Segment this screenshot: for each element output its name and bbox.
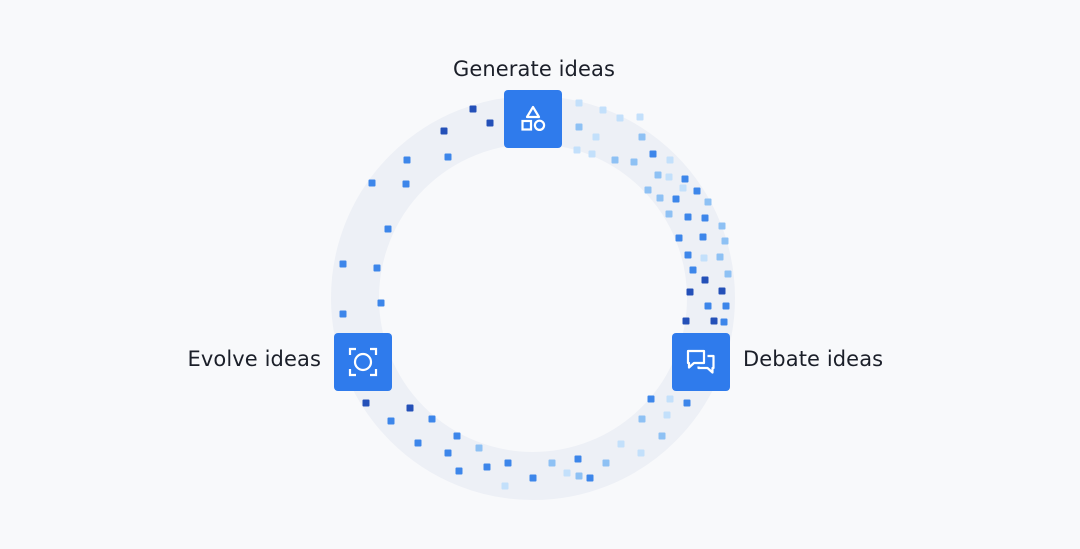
flow-dot (689, 266, 697, 274)
flow-dot (684, 251, 692, 259)
flow-dot (384, 225, 392, 233)
flow-dot (663, 411, 671, 419)
flow-dot (704, 198, 712, 206)
flow-dot (368, 179, 376, 187)
flow-dot (486, 119, 494, 127)
flow-dot (693, 187, 701, 195)
shapes-icon (521, 105, 546, 131)
flow-dot (672, 195, 680, 203)
debate-ideas-node (672, 333, 730, 391)
flow-dot (617, 440, 625, 448)
flow-dot (428, 415, 436, 423)
flow-dot (721, 237, 729, 245)
flow-dot (684, 213, 692, 221)
flow-dot (483, 463, 491, 471)
evolve-ideas-label: Evolve ideas (187, 347, 321, 371)
flow-dot (586, 474, 594, 482)
flow-dot (373, 264, 381, 272)
flow-dot (666, 395, 674, 403)
flow-dot (588, 150, 596, 158)
flow-dot (720, 318, 728, 326)
flow-dot (574, 455, 582, 463)
flow-dot (718, 222, 726, 230)
flow-dot (724, 270, 732, 278)
flow-dot (700, 254, 708, 262)
flow-dot (681, 175, 689, 183)
flow-dot (403, 156, 411, 164)
flow-dot (575, 99, 583, 107)
flow-dot (592, 133, 600, 141)
flow-dot (679, 184, 687, 192)
flow-dots (339, 99, 732, 490)
generate-ideas-label: Generate ideas (452, 57, 616, 81)
flow-dot (686, 288, 694, 296)
flow-dot (647, 395, 655, 403)
flow-dot (406, 404, 414, 412)
flow-dot (654, 171, 662, 179)
flow-dot (453, 432, 461, 440)
flow-dot (362, 399, 370, 407)
flow-dot (718, 287, 726, 295)
flow-dot (649, 150, 657, 158)
flow-dot (656, 194, 664, 202)
flow-dot (699, 233, 707, 241)
flow-dot (611, 156, 619, 164)
evolve-ideas-node (334, 333, 392, 391)
flow-dot (683, 399, 691, 407)
flow-dot (637, 449, 645, 457)
focus-circle-icon (348, 347, 378, 377)
flow-dot (658, 432, 666, 440)
flow-dot (665, 173, 673, 181)
flow-dot (665, 210, 673, 218)
flow-dot (501, 482, 509, 490)
chat-bubbles-icon (686, 349, 715, 374)
flow-dot (414, 439, 422, 447)
flow-dot (444, 153, 452, 161)
flow-dot (563, 469, 571, 477)
flow-dot (638, 133, 646, 141)
flow-dot (636, 113, 644, 121)
flow-dot (602, 459, 610, 467)
flow-dot (710, 317, 718, 325)
flow-dot (402, 180, 410, 188)
flow-dot (444, 449, 452, 457)
flow-dot (644, 186, 652, 194)
flow-dot (504, 459, 512, 467)
flow-dot (722, 302, 730, 310)
flow-dot (440, 127, 448, 135)
flow-dot (599, 106, 607, 114)
flow-dot (529, 474, 537, 482)
flow-dot (701, 276, 709, 284)
flow-dot (666, 156, 674, 164)
flow-dot (682, 317, 690, 325)
flow-dot (716, 253, 724, 261)
flow-dot (548, 459, 556, 467)
flow-dot (475, 444, 483, 452)
flow-dot (573, 146, 581, 154)
flow-dot (339, 260, 347, 268)
debate-ideas-label: Debate ideas (743, 347, 884, 371)
flow-dot (575, 472, 583, 480)
flow-dot (704, 302, 712, 310)
flow-dot (616, 114, 624, 122)
flow-dot (675, 234, 683, 242)
flow-dot (387, 417, 395, 425)
flow-dot (377, 299, 385, 307)
flow-dot (469, 105, 477, 113)
flow-dot (701, 214, 709, 222)
flow-dot (630, 158, 638, 166)
flow-dot (339, 310, 347, 318)
flow-dot (575, 123, 583, 131)
generate-ideas-node (504, 90, 562, 148)
flow-dot (455, 467, 463, 475)
flow-dot (638, 415, 646, 423)
